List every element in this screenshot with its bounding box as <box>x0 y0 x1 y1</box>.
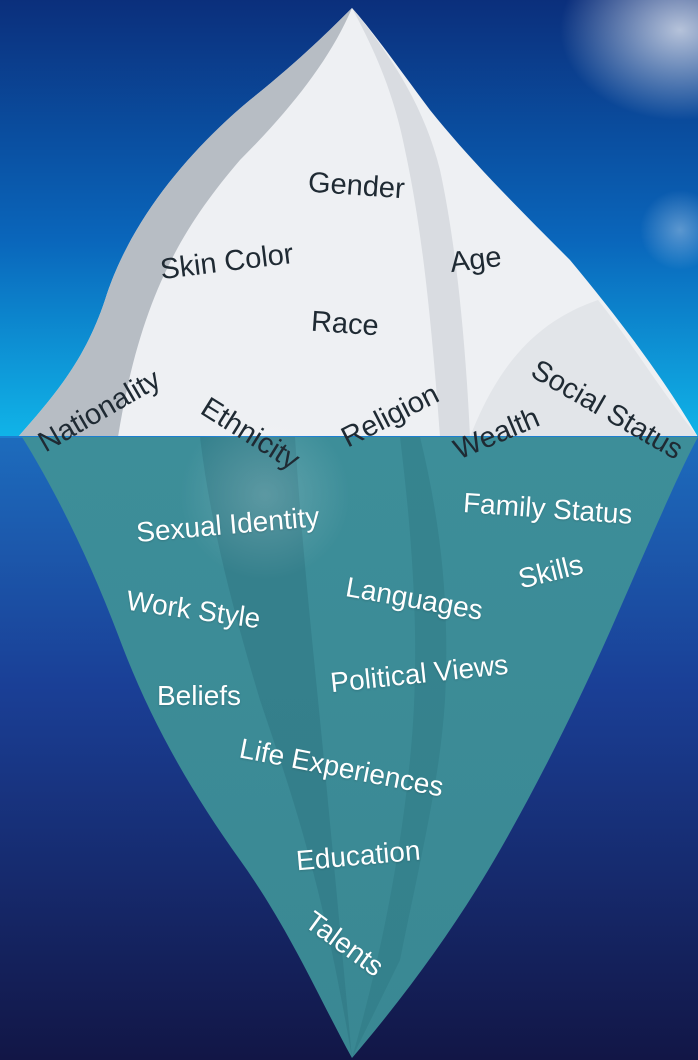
lens-flare <box>180 410 350 580</box>
iceberg-tip <box>18 8 698 437</box>
iceberg-shadow-left <box>18 8 352 437</box>
iceberg-underwater-shade <box>200 437 352 1058</box>
iceberg-underwater-shade-right <box>352 437 447 1058</box>
iceberg-underwater <box>22 437 698 1058</box>
label-age: Age <box>448 240 504 280</box>
label-gender: Gender <box>307 166 406 206</box>
sun-glow <box>560 0 698 120</box>
iceberg-crevasse <box>352 8 470 437</box>
iceberg-facet <box>470 300 698 437</box>
label-race: Race <box>310 305 380 343</box>
label-beliefs: Beliefs <box>157 680 242 711</box>
sky-flare <box>640 190 698 270</box>
